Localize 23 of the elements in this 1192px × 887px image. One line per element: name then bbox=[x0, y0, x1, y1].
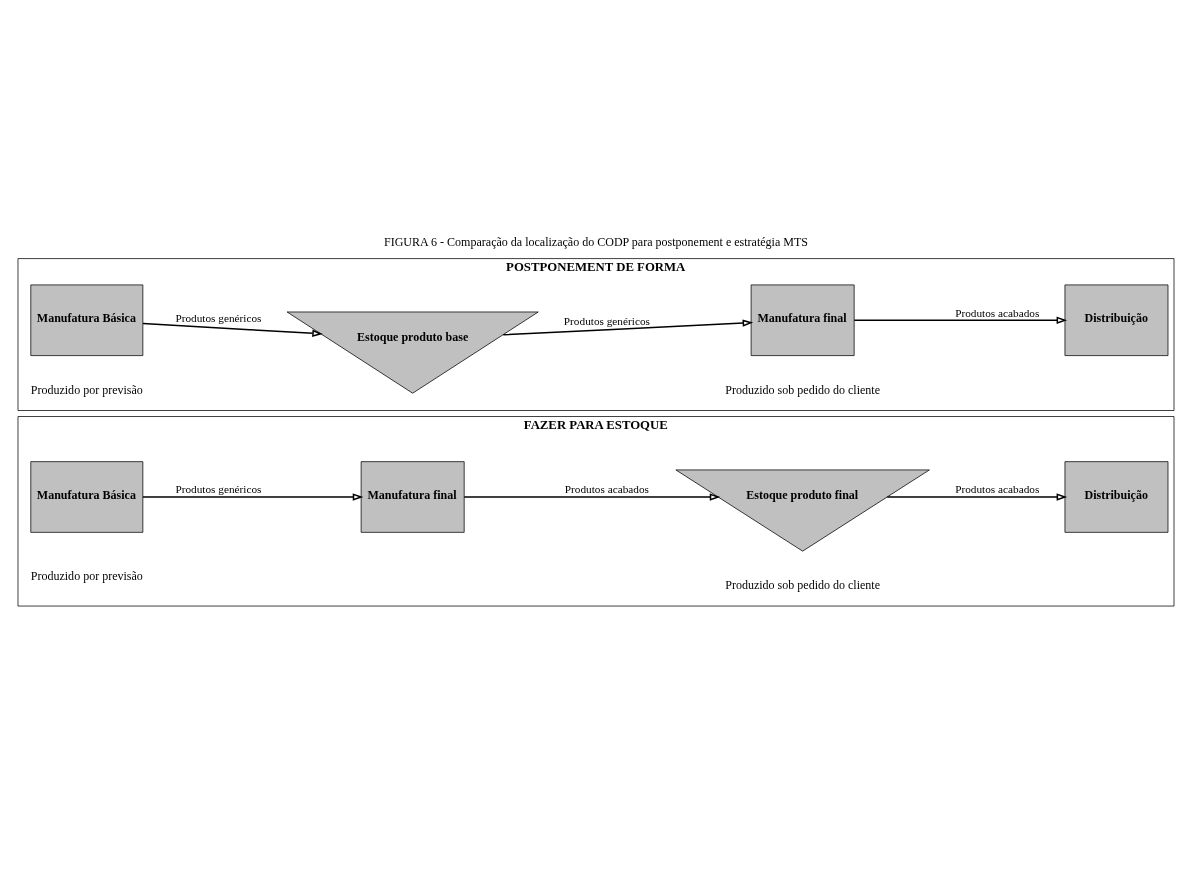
arrow bbox=[142, 322, 323, 337]
edge-label: Produtos acabados bbox=[564, 483, 649, 496]
edge-label: Produtos acabados bbox=[955, 483, 1040, 496]
edge-label: Produtos genéricos bbox=[175, 311, 262, 324]
label: Produzido sob pedido do cliente bbox=[725, 382, 881, 397]
edge-label: Produtos acabados bbox=[955, 306, 1040, 319]
arrow bbox=[886, 493, 1068, 501]
node-box: Manufatura final bbox=[360, 461, 465, 533]
node-box: Manufatura Básica bbox=[30, 284, 144, 356]
arrow bbox=[463, 493, 721, 501]
diagram-title: FIGURA 6 - Comparação da localização do CODP para postponement e estratégia MTS bbox=[384, 234, 808, 249]
arrow bbox=[853, 316, 1068, 324]
arrow bbox=[142, 493, 364, 501]
node-box: Manufatura final bbox=[750, 284, 855, 356]
node-box: Distribuição bbox=[1064, 284, 1169, 356]
arrow bbox=[502, 319, 754, 336]
node-box: Manufatura Básica bbox=[30, 461, 144, 533]
node-box: Distribuição bbox=[1064, 461, 1169, 533]
label: Produzido por previsão bbox=[30, 382, 143, 397]
edge-label: Produtos genéricos bbox=[563, 314, 650, 327]
label: Produzido sob pedido do cliente bbox=[725, 578, 881, 593]
label: Produzido por previsão bbox=[30, 568, 143, 583]
edge-label: Produtos genéricos bbox=[175, 483, 262, 496]
